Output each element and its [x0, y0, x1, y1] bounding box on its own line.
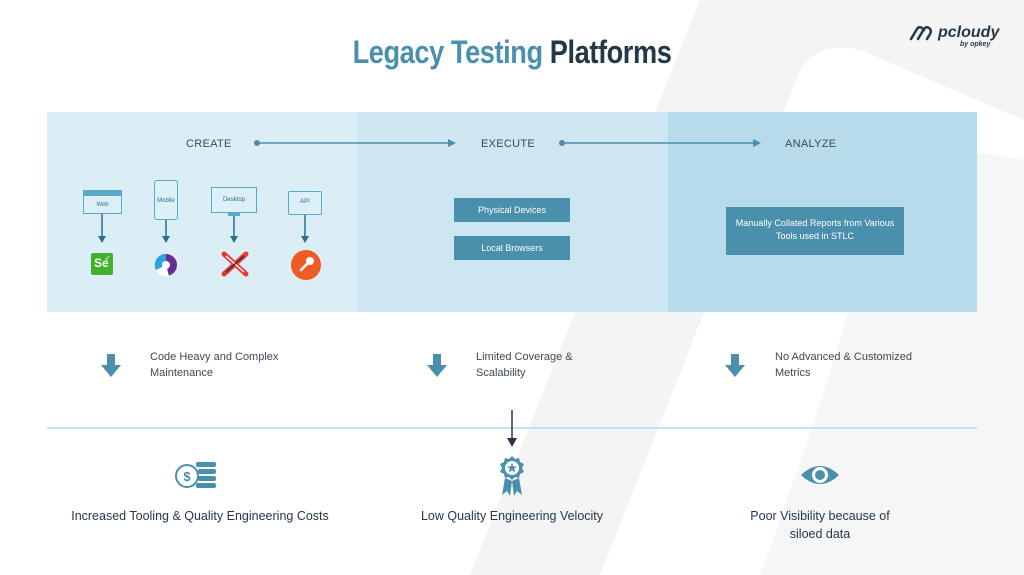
mobile-device-icon: Mobile [154, 180, 178, 220]
outcome-3-label: Poor Visibility because of siloed data [750, 509, 890, 541]
issue-3-text: No Advanced & Customized Metrics [775, 351, 912, 379]
logo-text: pcloudy [938, 24, 1000, 41]
issue-3-down-arrow [725, 354, 745, 377]
svg-text:$: $ [183, 469, 191, 484]
analyze-reports-box: Manually Collated Reports from Various T… [726, 207, 904, 255]
outcome-1-label: Increased Tooling & Quality Engineering … [71, 509, 329, 523]
pcloudy-logo-icon [909, 26, 933, 41]
award-badge-icon [500, 456, 524, 496]
winappdriver-icon [221, 251, 249, 277]
issue-2-down-arrow [427, 354, 447, 377]
stage-analyze-label: ANALYZE [785, 138, 837, 150]
eye-icon [801, 466, 839, 484]
postman-icon [291, 250, 321, 280]
execute-to-analyze-arrow [559, 139, 761, 147]
api-label: API [300, 199, 310, 205]
page-title: Legacy Testing Platforms [77, 34, 947, 71]
stage-create-label: CREATE [186, 138, 232, 150]
web-down-arrow [98, 214, 106, 243]
desktop-label: Desktop [222, 197, 245, 203]
desktop-stand [228, 213, 240, 216]
pcloudy-logo: pcloudy by opkey [908, 24, 1008, 50]
api-device-icon: API [288, 191, 322, 215]
web-device-icon: Web [83, 190, 122, 214]
logo-subtext: by opkey [960, 41, 991, 48]
selenium-icon: Se ✓ [91, 253, 113, 275]
local-browsers-box: Local Browsers [454, 236, 570, 260]
stage-execute-label: EXECUTE [481, 138, 536, 150]
center-down-arrow [507, 410, 517, 447]
issue-1-text: Code Heavy and Complex Maintenance [150, 351, 279, 379]
desktop-device-icon: Desktop [211, 187, 257, 213]
web-label: Web [96, 202, 109, 208]
money-coins-icon: $ [175, 462, 216, 488]
issue-2-text: Limited Coverage & Scalability [476, 351, 573, 379]
title-part-1: Legacy Testing [352, 34, 543, 70]
create-to-execute-arrow [254, 139, 456, 147]
outcome-2-label: Low Quality Engineering Velocity [420, 509, 604, 523]
api-down-arrow [301, 215, 309, 243]
mobile-down-arrow [162, 220, 170, 243]
selenium-text: Se [94, 256, 109, 270]
mobile-label: Mobile [157, 198, 175, 204]
issue-1-down-arrow [101, 354, 121, 377]
physical-devices-box: Physical Devices [454, 198, 570, 222]
desktop-down-arrow [230, 216, 238, 243]
title-part-2: Platforms [549, 34, 672, 70]
appium-icon [154, 253, 177, 277]
